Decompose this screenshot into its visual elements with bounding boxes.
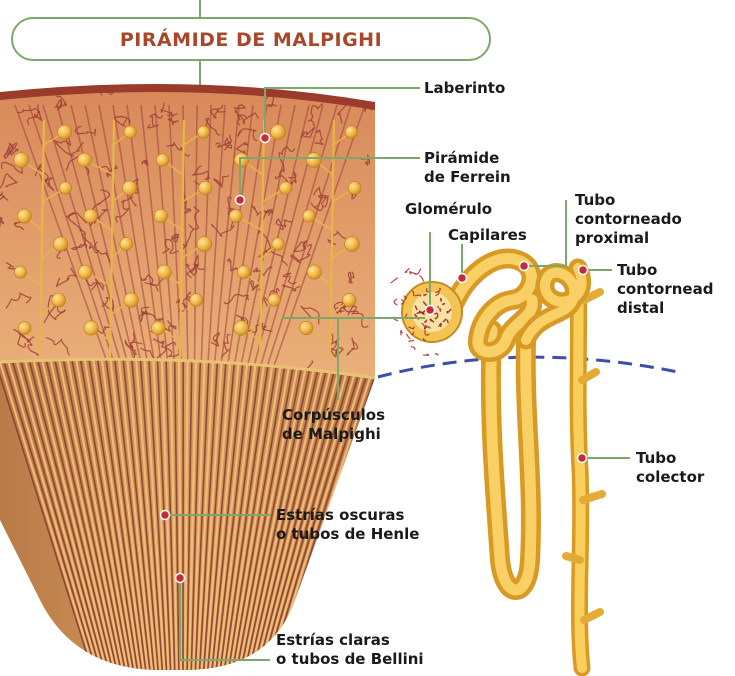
malpighian-corpuscle <box>18 322 31 335</box>
collecting-duct-highlight <box>578 268 582 668</box>
malpighian-corpuscle <box>306 153 321 168</box>
peritubular-capillary <box>419 276 423 282</box>
malpighian-corpuscle <box>53 237 67 251</box>
peritubular-capillary <box>401 299 404 304</box>
nephron-illustration <box>378 258 678 668</box>
glomerular-capillary <box>438 306 439 308</box>
label-glomerulo: Glomérulo <box>405 200 492 218</box>
malpighian-corpuscle <box>199 181 213 195</box>
malpighian-corpuscle <box>120 238 133 251</box>
peritubular-capillary <box>423 354 429 355</box>
malpighian-corpuscle <box>229 210 242 223</box>
malpighian-corpuscle <box>122 181 136 195</box>
malpighian-corpuscle <box>59 182 71 194</box>
malpighian-corpuscle <box>157 265 171 279</box>
malpighian-corpuscle <box>190 294 203 307</box>
marker-tubo-colector <box>578 454 587 463</box>
marker-estrias-claras <box>176 574 185 583</box>
marker-capilares <box>458 274 467 283</box>
marker-laberinto <box>261 134 270 143</box>
marker-tubo-distal <box>579 266 588 275</box>
malpighian-corpuscle <box>307 265 321 279</box>
malpighian-corpuscle <box>17 209 31 223</box>
marker-tubo-proximal <box>520 262 529 271</box>
malpighian-corpuscle <box>234 321 249 336</box>
malpighian-corpuscle <box>343 293 356 306</box>
label-tubo-distal-line2: contornead <box>617 280 713 298</box>
label-tubo-colector-line1: Tubo <box>636 449 676 467</box>
glomerular-capillary <box>441 324 442 327</box>
malpighian-corpuscle <box>268 294 281 307</box>
peritubular-capillary <box>411 347 415 350</box>
label-tubo-distal-line3: distal <box>617 299 664 317</box>
label-tubo-proximal-line1: Tubo <box>575 191 615 209</box>
title-group: PIRÁMIDE DE MALPIGHI <box>12 0 490 95</box>
peritubular-capillary <box>391 278 398 283</box>
label-laberinto: Laberinto <box>424 79 505 97</box>
malpighian-corpuscle <box>154 209 168 223</box>
label-tubo-distal-line1: Tubo <box>617 261 657 279</box>
label-estrias-claras-line1: Estrías claras <box>276 631 390 649</box>
label-capilares: Capilares <box>448 226 527 244</box>
malpighian-corpuscle <box>237 266 250 279</box>
malpighian-corpuscle <box>124 126 136 138</box>
label-corpusculos-line1: Corpúsculos <box>282 406 385 424</box>
label-estrias-oscuras-line1: Estrías oscuras <box>276 506 404 524</box>
malpighian-corpuscle <box>84 209 98 223</box>
label-piramide-ferrein-line1: Pirámide <box>424 149 499 167</box>
label-piramide-ferrein-line2: de Ferrein <box>424 168 511 186</box>
glomerular-capillary <box>440 298 441 301</box>
marker-estrias-oscuras <box>161 511 170 520</box>
malpighian-corpuscle <box>197 237 212 252</box>
malpighian-corpuscle <box>279 182 292 195</box>
renal-cortex <box>0 77 384 383</box>
malpighian-corpuscle <box>156 154 169 167</box>
malpighian-corpuscle <box>348 182 361 195</box>
malpighian-corpuscle <box>271 125 286 140</box>
malpighian-corpuscle <box>345 126 357 138</box>
malpighian-corpuscle <box>124 293 139 308</box>
malpighian-corpuscle <box>197 126 209 138</box>
peritubular-capillary <box>401 331 403 336</box>
glomerular-capillary <box>440 309 441 312</box>
label-corpusculos-line2: de Malpighi <box>282 425 381 443</box>
label-estrias-claras-line2: o tubos de Bellini <box>276 650 424 668</box>
peritubular-capillary <box>435 354 438 356</box>
malpighian-corpuscle <box>58 125 72 139</box>
malpighian-corpuscle <box>300 321 313 334</box>
marker-glomerulo <box>426 306 435 315</box>
label-tubo-colector-line2: colector <box>636 468 705 486</box>
page-title: PIRÁMIDE DE MALPIGHI <box>120 28 382 51</box>
label-estrias-oscuras-line2: o tubos de Henle <box>276 525 419 543</box>
malpighian-corpuscle <box>272 238 284 250</box>
malpighian-corpuscle <box>14 266 26 278</box>
malpighian-corpuscle <box>14 153 29 168</box>
peritubular-capillary <box>406 334 410 339</box>
label-tubo-proximal-line3: proximal <box>575 229 649 247</box>
malpighian-corpuscle <box>78 153 92 167</box>
malpighian-corpuscle <box>151 321 165 335</box>
malpighian-corpuscle <box>84 321 98 335</box>
malpighian-corpuscle <box>234 153 248 167</box>
glomerular-capillary <box>442 304 444 305</box>
malpighian-corpuscle <box>52 293 66 307</box>
malpighian-corpuscle <box>78 265 92 279</box>
peritubular-capillary <box>408 341 414 342</box>
peritubular-capillary <box>405 268 409 272</box>
malpighian-corpuscle <box>303 210 315 222</box>
marker-piramide-ferrein <box>236 196 245 205</box>
label-tubo-proximal-line2: contorneado <box>575 210 682 228</box>
peritubular-capillary <box>394 299 397 305</box>
peritubular-capillary <box>415 269 421 275</box>
malpighian-corpuscle <box>345 237 360 252</box>
capillary-squiggle <box>376 270 384 288</box>
